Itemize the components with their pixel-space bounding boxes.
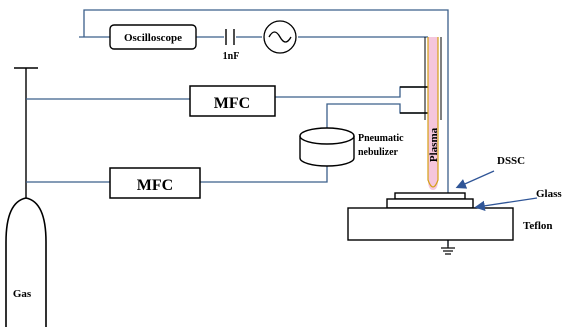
mfc-bottom-label: MFC (137, 177, 173, 194)
glass-label: Glass (536, 188, 562, 200)
mfc-bottom: MFC (109, 167, 201, 199)
mfc-top: MFC (189, 85, 276, 117)
outer-wire (83, 9, 449, 246)
teflon-block (347, 207, 514, 241)
ground-icon (441, 240, 455, 255)
plasma-tube: Plasma (424, 37, 442, 190)
glass-layer (386, 198, 474, 209)
ac-source-icon (263, 20, 297, 54)
dssc-layer (394, 192, 466, 200)
tube-inlets (400, 86, 428, 114)
gas-cylinder: Gas (5, 67, 47, 327)
mfc-bottom-to-nebulizer (200, 164, 328, 183)
dssc-label: DSSC (497, 155, 525, 167)
signal-circuit (79, 9, 449, 246)
capacitor-label: 1nF (223, 51, 240, 62)
callouts: DSSC Glass Teflon (455, 155, 562, 232)
nebulizer-to-tube (326, 103, 428, 130)
mfc-top-to-tube (275, 86, 428, 98)
capacitor: 1nF (223, 29, 240, 62)
oscilloscope-label: Oscilloscope (124, 32, 182, 44)
plasma-label: Plasma (428, 127, 440, 162)
nebulizer-label-1: Pneumatic (358, 133, 404, 144)
teflon-label: Teflon (523, 220, 553, 232)
gas-label: Gas (13, 288, 32, 300)
nebulizer-label-2: nebulizer (358, 147, 399, 158)
sample-stack (347, 192, 514, 241)
oscilloscope: Oscilloscope (109, 24, 197, 50)
nebulizer-icon: Pneumatic nebulizer (299, 127, 404, 167)
mfc-top-label: MFC (214, 95, 250, 112)
